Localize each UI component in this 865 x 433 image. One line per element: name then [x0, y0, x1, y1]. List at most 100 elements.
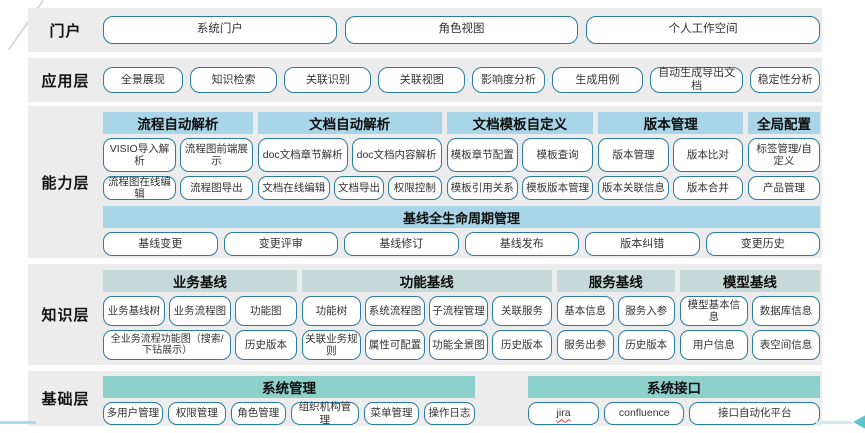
knowledge-groups: 业务基线 业务基线树 业务流程图 功能图 全业务流程功能图（搜索/下钻展示） 历… — [103, 270, 821, 360]
permission-mgmt-box: 权限管理 — [167, 402, 226, 425]
change-history-box: 变更历史 — [705, 232, 820, 256]
auto-export-doc-box: 自动生成导出文档 — [650, 67, 744, 93]
basic-info-box: 基本信息 — [556, 296, 614, 326]
operation-log-box: 操作日志 — [423, 402, 475, 425]
doc-online-edit-box: 文档在线编辑 — [257, 176, 330, 200]
application-button-row: 全景展现 知识检索 关联识别 关联视图 影响度分析 生成用例 自动生成导出文档 … — [103, 58, 822, 102]
arrow-tail — [816, 421, 852, 424]
version-mgmt-box: 版本管理 — [598, 138, 669, 172]
layer-label-knowledge: 知识层 — [41, 307, 90, 324]
history-version-box: 历史版本 — [235, 330, 297, 360]
version-relation-info-box: 版本关联信息 — [598, 176, 669, 200]
user-info-box: 用户信息 — [679, 330, 748, 360]
group-header-version-mgmt: 版本管理 — [598, 112, 744, 134]
template-version-mgmt-box: 模板版本管理 — [521, 176, 594, 200]
group-business-baseline: 业务基线 业务基线树 业务流程图 功能图 全业务流程功能图（搜索/下钻展示） 历… — [103, 270, 297, 360]
related-business-rule-box: 关联业务规则 — [301, 330, 362, 360]
system-portal-box: 系统门户 — [103, 16, 337, 44]
confluence-box: confluence — [604, 402, 685, 425]
layer-band-knowledge: 知识层 业务基线 业务基线树 业务流程图 功能图 全业务流程功能图（搜索/下钻展… — [28, 264, 822, 365]
group-model-baseline: 模型基线 模型基本信息 数据库信息 用户信息 表空间信息 — [679, 270, 821, 360]
model-basic-info-box: 模型基本信息 — [679, 296, 748, 326]
product-mgmt-box: 产品管理 — [748, 176, 820, 200]
tablespace-info-box: 表空间信息 — [751, 330, 821, 360]
relation-identify-box: 关联识别 — [284, 67, 372, 93]
group-header-system-mgmt: 系统管理 — [103, 376, 475, 398]
panorama-display-box: 全景展现 — [103, 67, 183, 93]
flowchart-export-box: 流程图导出 — [179, 176, 253, 200]
role-mgmt-box: 角色管理 — [230, 402, 286, 425]
group-doc-auto-parse: 文档自动解析 doc文档章节解析 doc文档内容解析 文档在线编辑 文档导出 权… — [257, 112, 442, 200]
group-header-service-baseline: 服务基线 — [556, 270, 675, 292]
service-output-box: 服务出参 — [556, 330, 614, 360]
system-flowchart-box: 系统流程图 — [365, 296, 425, 326]
template-reference-box: 模板引用关系 — [446, 176, 518, 200]
layer-band-portal: 门户 系统门户 角色视图 个人工作空间 — [28, 8, 822, 52]
doc-content-parse-box: doc文档内容解析 — [351, 138, 442, 172]
attribute-config-box: 属性可配置 — [365, 330, 425, 360]
capability-groups: 流程自动解析 VISIO导入解析 流程图前端展示 流程图在线编辑 流程图导出 文… — [103, 112, 820, 200]
business-baseline-tree-box: 业务基线树 — [103, 296, 165, 326]
group-header-function-baseline: 功能基线 — [301, 270, 552, 292]
layer-band-application: 应用层 全景展现 知识检索 关联识别 关联视图 影响度分析 生成用例 自动生成导… — [28, 58, 822, 102]
subprocess-mgmt-box: 子流程管理 — [428, 296, 489, 326]
template-query-box: 模板查询 — [521, 138, 594, 172]
doc-chapter-parse-box: doc文档章节解析 — [257, 138, 348, 172]
baseline-revise-box: 基线修订 — [344, 232, 459, 256]
version-merge-box: 版本合并 — [672, 176, 744, 200]
bottom-left-line-decoration — [0, 421, 36, 424]
knowledge-search-box: 知识检索 — [189, 67, 278, 93]
full-business-flow-map-box: 全业务流程功能图（搜索/下钻展示） — [103, 330, 232, 360]
group-header-process-auto-parse: 流程自动解析 — [103, 112, 253, 134]
stability-analysis-box: 稳定性分析 — [750, 67, 821, 93]
layer-label-portal: 门户 — [49, 22, 82, 40]
business-flowchart-box: 业务流程图 — [168, 296, 231, 326]
group-header-model-baseline: 模型基线 — [679, 270, 821, 292]
flowchart-online-edit-box: 流程图在线编辑 — [103, 176, 176, 200]
baseline-button-row: 基线变更 变更评审 基线修订 基线发布 版本纠错 变更历史 — [103, 232, 820, 256]
capability-content: 流程自动解析 VISIO导入解析 流程图前端展示 流程图在线编辑 流程图导出 文… — [103, 106, 822, 258]
multi-user-mgmt-box: 多用户管理 — [103, 402, 163, 425]
portal-button-row: 系统门户 角色视图 个人工作空间 — [103, 8, 822, 52]
function-panorama-box: 功能全景图 — [428, 330, 489, 360]
interface-automation-platform-box: 接口自动化平台 — [689, 402, 820, 425]
group-version-mgmt: 版本管理 版本管理 版本比对 版本关联信息 版本合并 — [598, 112, 744, 200]
layer-label-capability: 能力层 — [41, 174, 90, 192]
baseline-change-box: 基线变更 — [103, 232, 218, 256]
group-header-doc-template-custom: 文档模板自定义 — [446, 112, 594, 134]
knowledge-content: 业务基线 业务基线树 业务流程图 功能图 全业务流程功能图（搜索/下钻展示） 历… — [103, 264, 822, 365]
history-version-box: 历史版本 — [492, 330, 552, 360]
foundation-content: 系统管理 多用户管理 权限管理 角色管理 组织机构管理 菜单管理 操作日志 系统… — [103, 371, 822, 426]
baseline-release-box: 基线发布 — [464, 232, 579, 256]
template-chapter-config-box: 模板章节配置 — [446, 138, 518, 172]
group-doc-template-custom: 文档模板自定义 模板章节配置 模板查询 模板引用关系 模板版本管理 — [446, 112, 594, 200]
group-header-business-baseline: 业务基线 — [103, 270, 297, 292]
visio-import-parse-box: VISIO导入解析 — [103, 138, 176, 172]
history-version-box: 历史版本 — [617, 330, 675, 360]
group-function-baseline: 功能基线 功能树 系统流程图 子流程管理 关联服务 关联业务规则 属性可配置 功… — [301, 270, 552, 360]
bottom-right-arrow-decoration — [815, 412, 865, 433]
jira-box: jira — [528, 402, 600, 425]
jira-label: jira — [556, 407, 571, 420]
menu-mgmt-box: 菜单管理 — [364, 402, 419, 425]
doc-export-box: 文档导出 — [333, 176, 385, 200]
group-global-config: 全局配置 标签管理/自定义 产品管理 — [748, 112, 820, 200]
layer-band-foundation: 基础层 系统管理 多用户管理 权限管理 角色管理 组织机构管理 菜单管理 操作日… — [28, 371, 822, 426]
layer-band-capability: 能力层 流程自动解析 VISIO导入解析 流程图前端展示 流程图在线编辑 流程图… — [28, 106, 822, 258]
function-diagram-box: 功能图 — [234, 296, 297, 326]
relation-view-box: 关联视图 — [378, 67, 466, 93]
personal-workspace-box: 个人工作空间 — [586, 16, 821, 44]
layer-label-application: 应用层 — [41, 72, 90, 90]
group-header-doc-auto-parse: 文档自动解析 — [257, 112, 442, 134]
change-review-box: 变更评审 — [223, 232, 338, 256]
flowchart-frontend-display-box: 流程图前端展示 — [179, 138, 253, 172]
permission-control-box: 权限控制 — [388, 176, 442, 200]
group-system-mgmt: 系统管理 多用户管理 权限管理 角色管理 组织机构管理 菜单管理 操作日志 — [103, 376, 475, 426]
layer-label-foundation: 基础层 — [41, 391, 90, 408]
related-service-box: 关联服务 — [492, 296, 552, 326]
database-info-box: 数据库信息 — [751, 296, 821, 326]
tag-mgmt-custom-box: 标签管理/自定义 — [748, 138, 820, 172]
version-compare-box: 版本比对 — [672, 138, 744, 172]
function-tree-box: 功能树 — [301, 296, 362, 326]
